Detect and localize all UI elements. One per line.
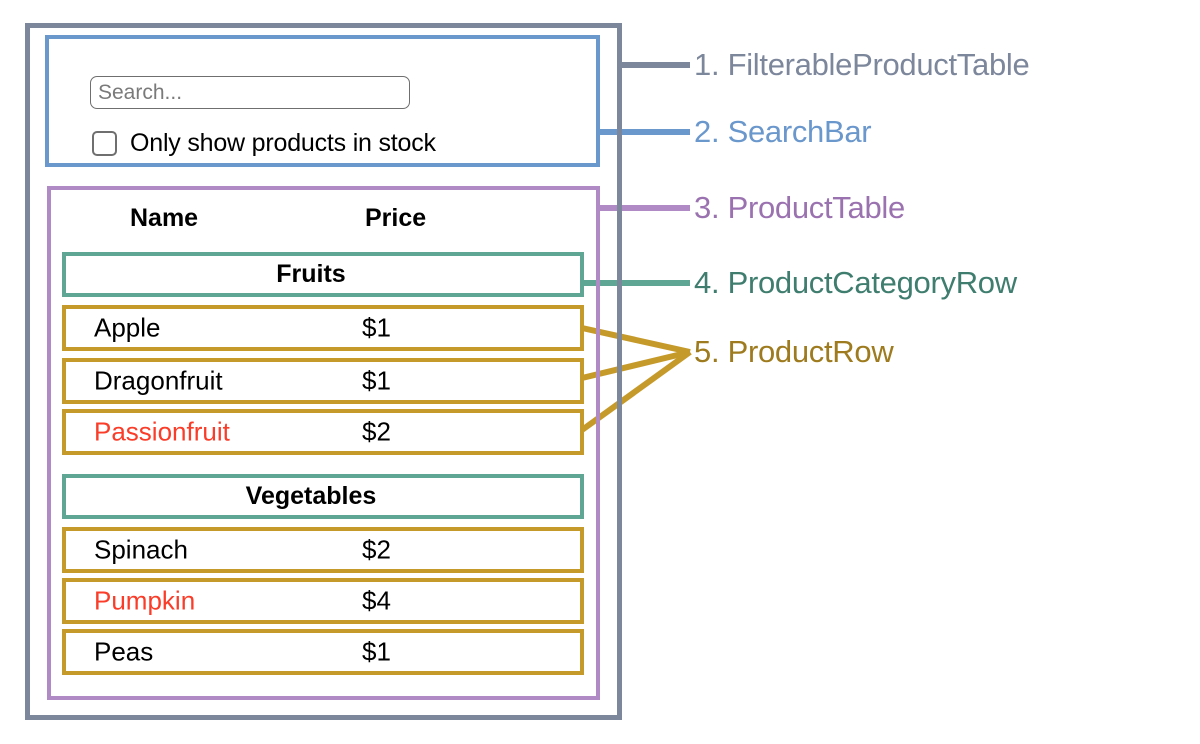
connector-product-row-3 [580, 349, 692, 433]
product-row-price: $4 [362, 585, 391, 616]
product-row-name: Apple [94, 312, 161, 343]
legend-item-filterable-product-table: 1. FilterableProductTable [694, 47, 1030, 82]
product-row-price: $2 [362, 416, 391, 447]
product-row-name: Dragonfruit [94, 365, 223, 396]
product-row-dragonfruit: Dragonfruit $1 [62, 358, 584, 404]
in-stock-filter-row[interactable]: Only show products in stock [92, 128, 436, 158]
connector-product-row-2 [581, 349, 691, 381]
product-row-name: Passionfruit [94, 416, 230, 447]
product-table-boundary [47, 186, 600, 700]
in-stock-checkbox-label: Only show products in stock [130, 128, 436, 157]
product-category-row-vegetables: Vegetables [62, 474, 584, 519]
product-category-row-fruits: Fruits [62, 252, 584, 297]
column-header-price: Price [365, 204, 427, 232]
connector-product-row-1 [581, 325, 691, 355]
legend-item-product-row: 5. ProductRow [694, 334, 894, 369]
product-row-price: $1 [362, 365, 391, 396]
column-header-name: Name [130, 204, 199, 232]
product-row-price: $1 [362, 636, 391, 667]
product-category-row-label: Vegetables [245, 482, 377, 510]
product-row-name: Spinach [94, 534, 188, 565]
legend-item-product-table: 3. ProductTable [694, 190, 905, 225]
filterable-product-table-boundary [25, 23, 622, 720]
product-row-peas: Peas $1 [62, 629, 584, 675]
in-stock-checkbox[interactable] [92, 130, 117, 156]
search-input[interactable]: Search... [90, 76, 410, 109]
legend-item-product-category-row: 4. ProductCategoryRow [694, 265, 1017, 300]
legend-item-search-bar: 2. SearchBar [694, 114, 872, 149]
product-row-price: $2 [362, 534, 391, 565]
product-row-spinach: Spinach $2 [62, 527, 584, 573]
product-category-row-label: Fruits [276, 260, 346, 288]
product-row-passionfruit: Passionfruit $2 [62, 409, 584, 455]
product-row-price: $1 [362, 312, 391, 343]
product-row-apple: Apple $1 [62, 305, 584, 351]
product-row-name: Pumpkin [94, 585, 196, 616]
product-row-name: Peas [94, 636, 154, 667]
search-bar-boundary [45, 35, 600, 167]
product-row-pumpkin: Pumpkin $4 [62, 578, 584, 624]
product-table-header: Name Price [62, 204, 584, 238]
